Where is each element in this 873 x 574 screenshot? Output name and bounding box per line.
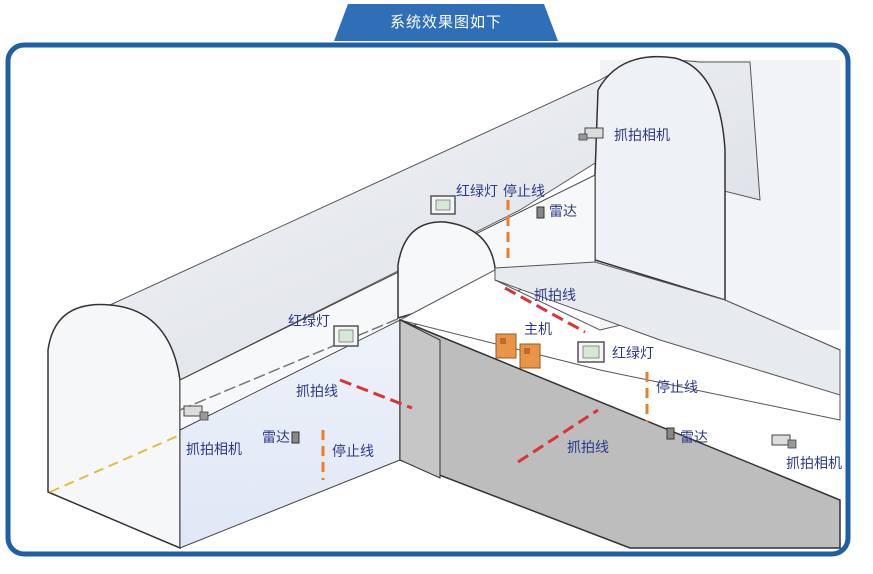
title-tab-shape (334, 4, 558, 41)
capture-line-bottom-mark (517, 408, 599, 464)
label-stop-line-right: 停止线 (656, 380, 698, 396)
radar-left-icon (291, 431, 300, 444)
camera-left-icon (183, 405, 209, 421)
label-radar-right: 雷达 (680, 430, 708, 446)
radar-right-icon (666, 427, 675, 440)
capture-line-mid-mark (504, 286, 586, 334)
traffic-light-left-icon (333, 325, 359, 347)
capture-line-left-mark (339, 378, 413, 410)
label-stop-line-top: 停止线 (503, 184, 545, 200)
edge-dash-left (49, 434, 181, 493)
label-camera-bottom-right: 抓拍相机 (786, 456, 842, 472)
branch-roof-right (494, 261, 841, 396)
edge-dash-mid (179, 317, 401, 411)
traffic-light-right-icon (577, 341, 605, 363)
page-title: 系统效果图如下 (389, 13, 502, 31)
label-capture-line-mid: 抓拍线 (534, 288, 576, 304)
radar-top-icon (536, 206, 545, 219)
label-traffic-light-right: 红绿灯 (612, 346, 654, 362)
label-camera-left: 抓拍相机 (186, 442, 242, 458)
label-host: 主机 (524, 322, 552, 338)
corner-wall-front (399, 319, 441, 479)
label-capture-line-left: 抓拍线 (296, 384, 338, 400)
label-camera-top-right: 抓拍相机 (614, 128, 670, 144)
host-controller-icon (495, 333, 541, 369)
label-stop-line-left: 停止线 (332, 444, 374, 460)
label-traffic-light-top: 红绿灯 (456, 184, 498, 200)
tunnel-arch-left (47, 303, 181, 550)
label-radar-top: 雷达 (549, 204, 577, 220)
label-radar-left: 雷达 (262, 430, 290, 446)
traffic-light-top-icon (430, 195, 456, 215)
tunnel-arch-far (594, 55, 726, 302)
label-traffic-light-left: 红绿灯 (288, 314, 330, 330)
camera-bottom-right-icon (771, 434, 797, 449)
camera-top-right-icon (578, 127, 604, 141)
label-capture-line-bottom: 抓拍线 (567, 440, 609, 456)
